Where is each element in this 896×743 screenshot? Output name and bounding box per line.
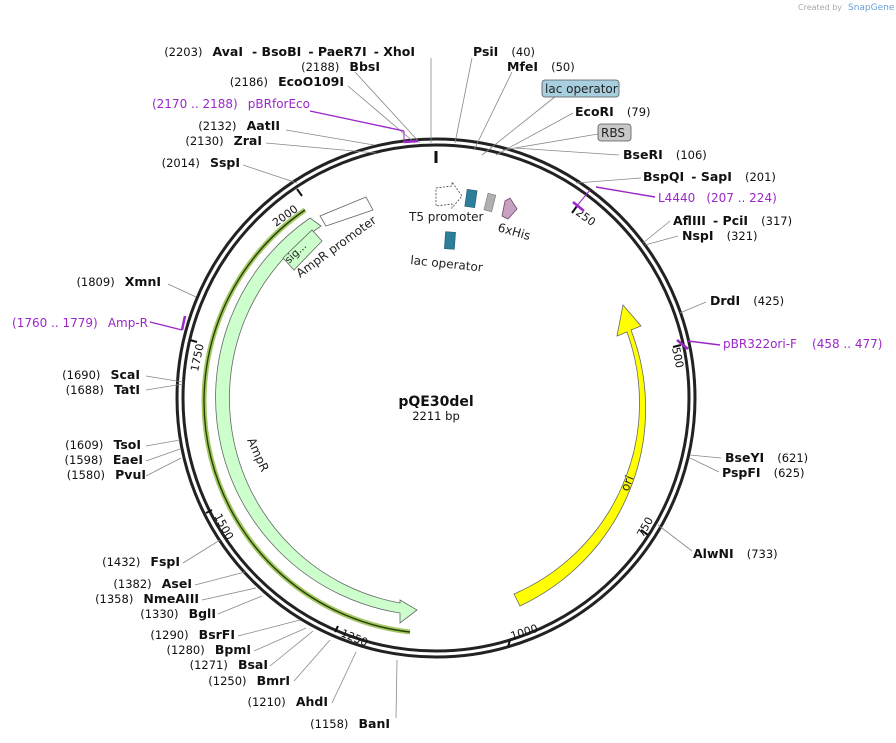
rbs-badge-label: RBS [601, 126, 625, 140]
his6-feature[interactable] [501, 197, 518, 220]
lac-operator-feature-inner[interactable] [444, 231, 456, 250]
tick-mark [571, 205, 578, 214]
site-pspfi[interactable]: PspFI (625) [722, 462, 805, 481]
site-alwni[interactable]: AlwNI (733) [693, 543, 778, 562]
tick-mark [507, 639, 511, 648]
primer-l4440[interactable]: L4440 (207 .. 224) [658, 187, 777, 206]
site-bbsi[interactable]: (2188) BbsI [301, 56, 380, 75]
tick-label-1250: 1250 [339, 627, 370, 650]
primer-pbrforeco[interactable]: (2170 .. 2188) pBRforEco [152, 93, 310, 112]
site-fspi[interactable]: (1432) FspI [102, 551, 180, 570]
site-avai[interactable]: (2203) AvaI [164, 41, 243, 60]
site-zrai[interactable]: (2130) ZraI [185, 130, 262, 149]
tick-label-250: 250 [573, 206, 598, 229]
site-ahdi[interactable]: (1210) AhdI [247, 691, 328, 710]
ori-label: ori [618, 473, 637, 493]
rbs-feature[interactable] [483, 192, 497, 213]
site-bani[interactable]: (1158) BanI [310, 713, 390, 732]
primer-pbr322ori-f[interactable]: pBR322ori-F (458 .. 477) [723, 333, 882, 352]
site-bmri[interactable]: (1250) BmrI [208, 670, 290, 689]
ampr-label: AmpR [244, 436, 271, 474]
site-psii[interactable]: PsiI (40) [473, 41, 535, 60]
t5-promoter-feature[interactable] [435, 180, 463, 210]
lac-operator-feature-top[interactable] [464, 189, 478, 208]
ampr-promoter-feature[interactable] [319, 196, 374, 227]
site-tsoi[interactable]: (1609) TsoI [65, 434, 141, 453]
tick-mark [296, 188, 303, 197]
site-pvui[interactable]: (1580) PvuI [67, 464, 146, 483]
site-ecoo109i[interactable]: (2186) EcoO109I [230, 71, 344, 90]
site-bgli[interactable]: (1330) BglI [140, 603, 216, 622]
tick-label-1750: 1750 [188, 343, 207, 373]
left-leaders [145, 58, 432, 719]
site-bseyi[interactable]: BseYI (621) [725, 447, 808, 466]
left-site-labels: (2203) AvaI - BsoBI - PaeR7I - XhoI (218… [12, 41, 415, 732]
site-mfei[interactable]: MfeI (50) [507, 56, 575, 75]
site-avai-isoschizomers[interactable]: - BsoBI - PaeR7I - XhoI [252, 41, 415, 60]
plasmid-name: pQE30del [398, 394, 473, 410]
site-nmeaiii[interactable]: (1358) NmeAIII [95, 588, 199, 607]
site-bseri[interactable]: BseRI (106) [623, 144, 707, 163]
plasmid-length: 2211 bp [412, 409, 460, 423]
site-tati[interactable]: (1688) TatI [66, 379, 140, 398]
tick-mark [334, 625, 339, 633]
site-scai[interactable]: (1690) ScaI [62, 364, 140, 383]
tick-mark [189, 339, 198, 343]
site-bpmi[interactable]: (1280) BpmI [167, 639, 252, 658]
branding-snapgene[interactable]: SnapGene [848, 3, 895, 13]
tick-mark [640, 529, 649, 536]
site-ecori[interactable]: EcoRI (79) [575, 101, 651, 120]
tick-label-500: 500 [669, 346, 686, 369]
right-leaders [454, 57, 722, 552]
tick-mark [205, 509, 213, 514]
backbone-inner [181, 143, 691, 653]
tick-mark [672, 344, 682, 348]
site-bsai[interactable]: (1271) BsaI [190, 654, 268, 673]
lac-operator-badge-label: lac operator [545, 82, 618, 96]
sig-feature[interactable] [282, 229, 323, 271]
t5-promoter-label: T5 promoter [408, 210, 484, 224]
ampr-strand [203, 209, 411, 633]
primer-markers [149, 110, 721, 350]
right-site-labels: PsiI (40) MfeI (50) lac operator EcoRI (… [473, 41, 882, 562]
backbone-outer [175, 137, 697, 659]
site-bsrfi[interactable]: (1290) BsrFI [150, 624, 235, 643]
rbs-badge[interactable] [597, 123, 632, 142]
his6-label: 6xHis [496, 220, 532, 243]
lac-operator-badge[interactable] [541, 79, 620, 98]
tick-label-1000: 1000 [509, 622, 540, 643]
primer-amp-r[interactable]: (1760 .. 1779) Amp-R [12, 312, 148, 331]
site-nspi[interactable]: NspI (321) [682, 225, 758, 244]
ampr-feature[interactable] [215, 217, 418, 624]
site-eaei[interactable]: (1598) EaeI [65, 449, 143, 468]
site-bspqi[interactable]: BspQI - SapI (201) [643, 166, 776, 185]
site-xmni[interactable]: (1809) XmnI [76, 271, 161, 290]
lac-operator-label-inner: lac operator [410, 253, 484, 275]
site-afliii[interactable]: AflIII - PciI (317) [673, 210, 792, 229]
branding-created-by: Created by [798, 3, 842, 12]
site-sspi[interactable]: (2014) SspI [162, 152, 240, 171]
site-drdi[interactable]: DrdI (425) [710, 290, 784, 309]
site-asei[interactable]: (1382) AseI [113, 573, 192, 592]
ori-feature[interactable] [513, 304, 646, 607]
site-aatii[interactable]: (2132) AatII [198, 115, 280, 134]
